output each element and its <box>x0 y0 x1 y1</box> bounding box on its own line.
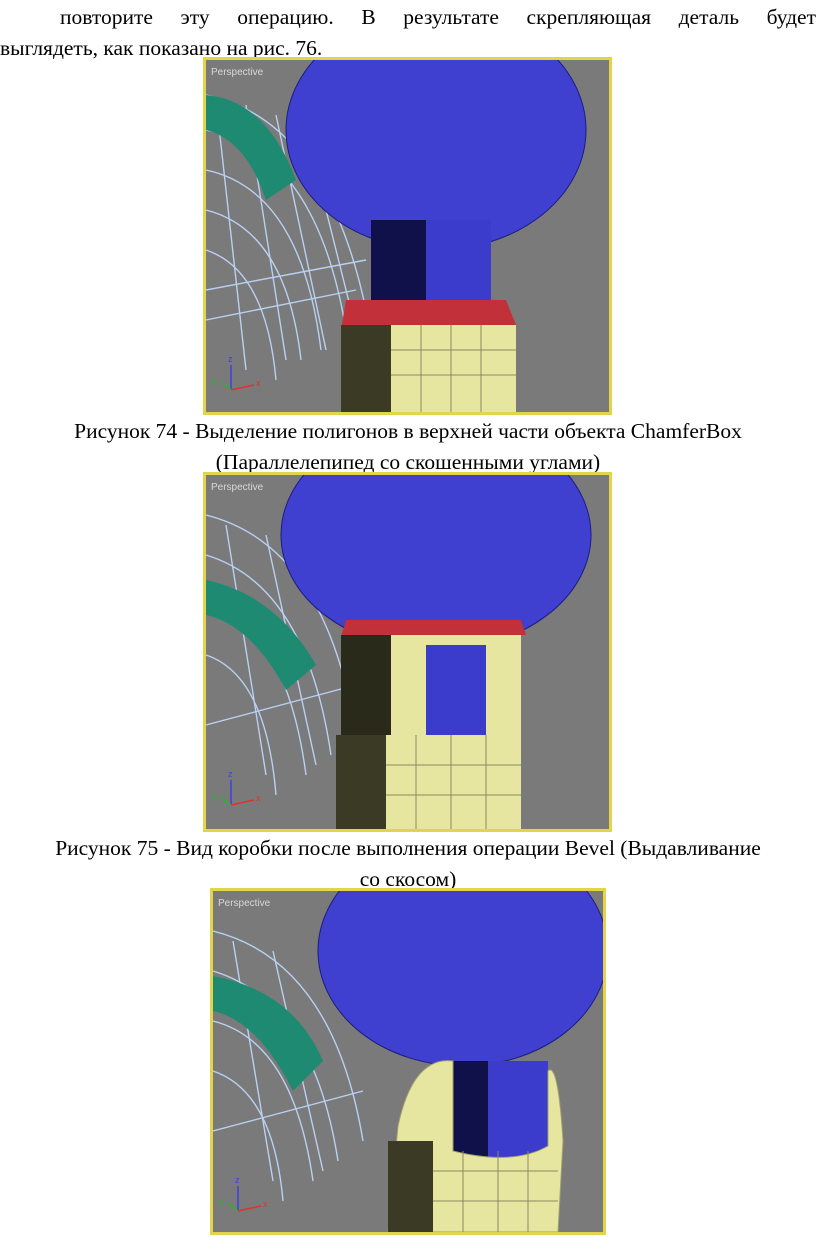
teal-rim <box>206 95 296 200</box>
axis-x-label: x <box>263 1199 268 1209</box>
viewport-label: Perspective <box>211 482 264 493</box>
axis-gizmo: z x y <box>212 769 261 806</box>
intro-line-2: выглядеть, как показано на рис. 76. <box>0 36 323 60</box>
intro-paragraph: повторите эту операцию. В результате скр… <box>0 2 816 64</box>
figure-75-render: Perspective z x y <box>206 475 609 829</box>
axis-gizmo: z x y <box>212 354 261 391</box>
axis-gizmo: z x y <box>219 1175 268 1212</box>
viewport-label: Perspective <box>211 67 264 78</box>
axis-y-label: y <box>212 376 217 386</box>
intro-line-1: повторите эту операцию. В результате скр… <box>60 5 816 29</box>
figure-76-viewport: Perspective z x y <box>210 888 606 1235</box>
figure-74-caption: Рисунок 74 - Выделение полигонов в верхн… <box>0 416 816 478</box>
axis-z-label: z <box>228 354 233 364</box>
axis-z-label: z <box>228 769 233 779</box>
figure-74-caption-line-1: Рисунок 74 - Выделение полигонов в верхн… <box>74 419 742 443</box>
axis-x-label: x <box>256 793 261 803</box>
figure-74-caption-line-2: (Параллелепипед со скошенными углами) <box>215 450 601 474</box>
figure-74-viewport: Perspective z x y <box>203 57 612 415</box>
axis-x-label: x <box>256 378 261 388</box>
figure-75-caption-line-2: со скосом) <box>359 867 457 891</box>
figure-75-caption-line-1: Рисунок 75 - Вид коробки после выполнени… <box>55 836 761 860</box>
figure-75-caption: Рисунок 75 - Вид коробки после выполнени… <box>0 833 816 895</box>
axis-y-label: y <box>212 791 217 801</box>
figure-75-viewport: Perspective z x y <box>203 472 612 832</box>
figure-76-render: Perspective z x y <box>213 891 603 1232</box>
figure-74-render: Perspective z x y <box>206 60 609 412</box>
axis-y-label: y <box>219 1197 224 1207</box>
viewport-label: Perspective <box>218 898 271 909</box>
axis-z-label: z <box>235 1175 240 1185</box>
